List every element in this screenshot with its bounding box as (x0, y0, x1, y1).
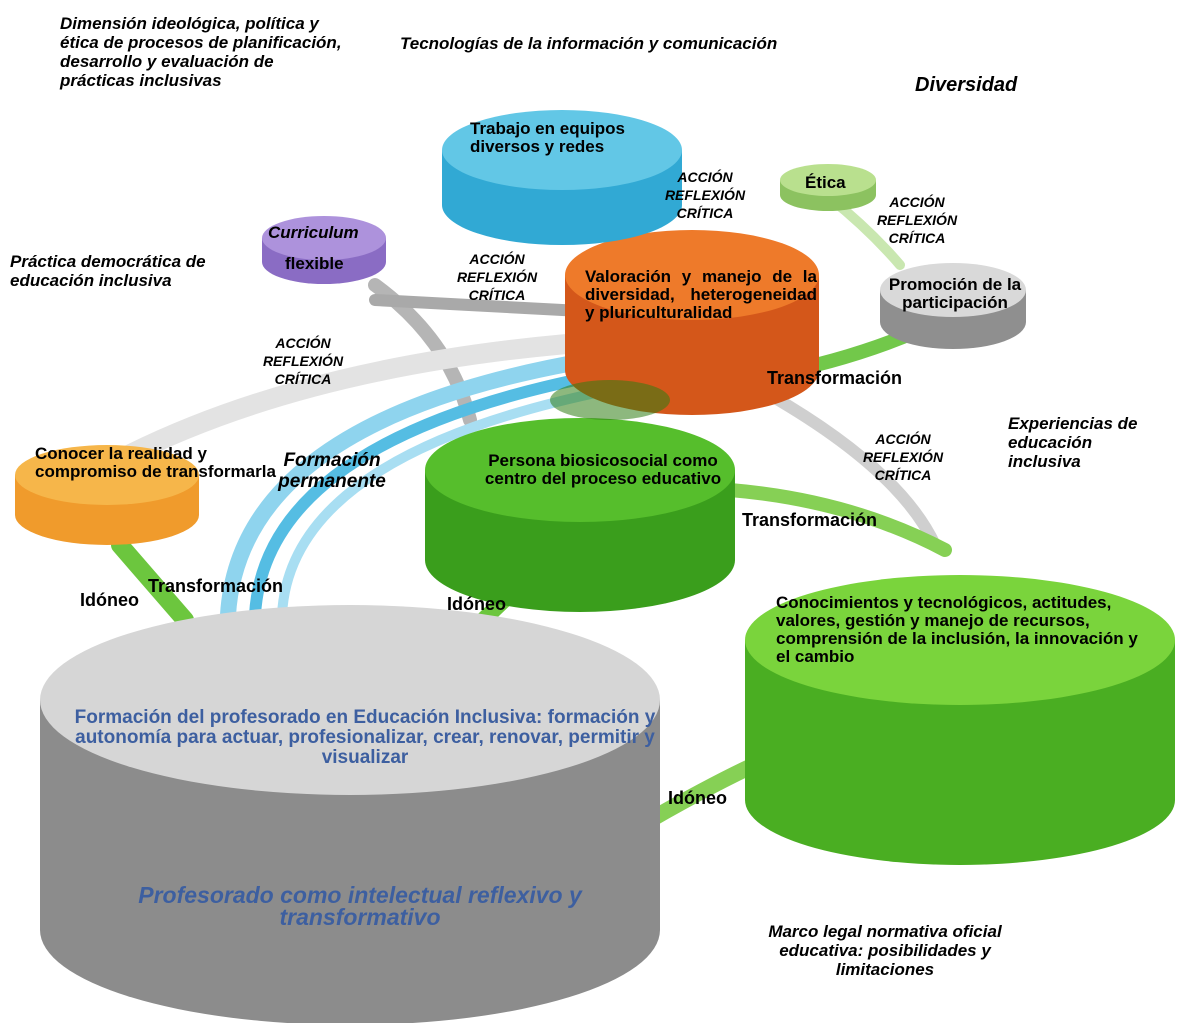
idoneo-label-1: Idóneo (80, 590, 139, 610)
formacion-permanente-label: Formación permanente (278, 450, 386, 492)
context-experiencias-label: Experiencias de educación inclusiva (1008, 414, 1138, 471)
ribbon-formacion-permanente (220, 352, 615, 623)
node-persona-label: Persona biosicosocial como centro del pr… (484, 451, 722, 488)
reflexion-line-2: REFLEXIÓN (876, 212, 958, 228)
cylinder-curriculum (262, 216, 386, 284)
node-promocion-label: Promoción de la participación (888, 275, 1022, 312)
node-curriculum-label-top: Curriculum (268, 223, 359, 242)
reflexion-line-5: REFLEXIÓN (862, 449, 944, 465)
accion-line-2: ACCIÓN (889, 194, 945, 210)
reflexion-line-3: REFLEXIÓN (456, 269, 538, 285)
critica-line-3: CRÍTICA (468, 287, 526, 303)
accion-label-2: ACCIÓN REFLEXIÓN CRÍTICA (862, 193, 972, 247)
context-tic-label: Tecnologías de la información y comunica… (400, 34, 778, 53)
context-practica-label: Práctica democrática de educación inclus… (10, 252, 206, 290)
node-conocer-label: Conocer la realidad y compromiso de tran… (35, 444, 276, 481)
accion-line-3: ACCIÓN (469, 251, 525, 267)
accion-label-3: ACCIÓN REFLEXIÓN CRÍTICA (442, 250, 552, 304)
node-trabajo-label: Trabajo en equipos diversos y redes (470, 119, 625, 156)
cylinder-trabajo (442, 110, 682, 245)
cylinder-etica (780, 164, 876, 211)
cylinder-conocer (15, 445, 199, 545)
accion-line-4: ACCIÓN (275, 335, 331, 351)
critica-line-2: CRÍTICA (888, 230, 946, 246)
node-formacion-label-top: Formación del profesorado en Educación I… (74, 707, 656, 768)
context-diversidad-label: Diversidad (915, 74, 1018, 96)
node-etica-label: Ética (805, 173, 846, 192)
idoneo-label-3: Idóneo (668, 788, 727, 808)
accion-line-1: ACCIÓN (677, 169, 733, 185)
transformacion-label-3: Transformación (148, 576, 284, 596)
node-curriculum-label-bottom: flexible (285, 254, 344, 273)
transformacion-label-1: Transformación (767, 368, 903, 388)
critica-line-4: CRÍTICA (274, 371, 332, 387)
transformacion-label-2: Transformación (742, 510, 878, 530)
cylinder-conocimientos (745, 575, 1175, 865)
idoneo-label-2: Idóneo (447, 594, 506, 614)
accion-label-5: ACCIÓN REFLEXIÓN CRÍTICA (848, 430, 958, 484)
accion-label-4: ACCIÓN REFLEXIÓN CRÍTICA (248, 334, 358, 388)
node-formacion-label-bottom: Profesorado como intelectual reflexivo y… (138, 882, 582, 930)
node-valoracion-label: Valoración y manejo de la diversidad, he… (585, 267, 817, 322)
critica-line-5: CRÍTICA (874, 467, 932, 483)
cylinder-persona (425, 418, 735, 612)
reflexion-line-4: REFLEXIÓN (262, 353, 344, 369)
cylinder-formacion-profesorado (40, 605, 660, 1023)
accion-label-1: ACCIÓN REFLEXIÓN CRÍTICA (650, 168, 760, 222)
context-marco-label: Marco legal normativa oficial educativa:… (768, 922, 1002, 979)
accion-line-5: ACCIÓN (875, 431, 931, 447)
context-dimension-label: Dimensión ideológica, política y ética d… (60, 14, 342, 90)
cylinder-promocion (880, 263, 1026, 349)
node-conocimientos-label: Conocimientos y tecnológicos, actitudes,… (776, 593, 1138, 666)
critica-line-1: CRÍTICA (676, 205, 734, 221)
cylinder-valoracion (550, 230, 819, 420)
reflexion-line-1: REFLEXIÓN (664, 187, 746, 203)
